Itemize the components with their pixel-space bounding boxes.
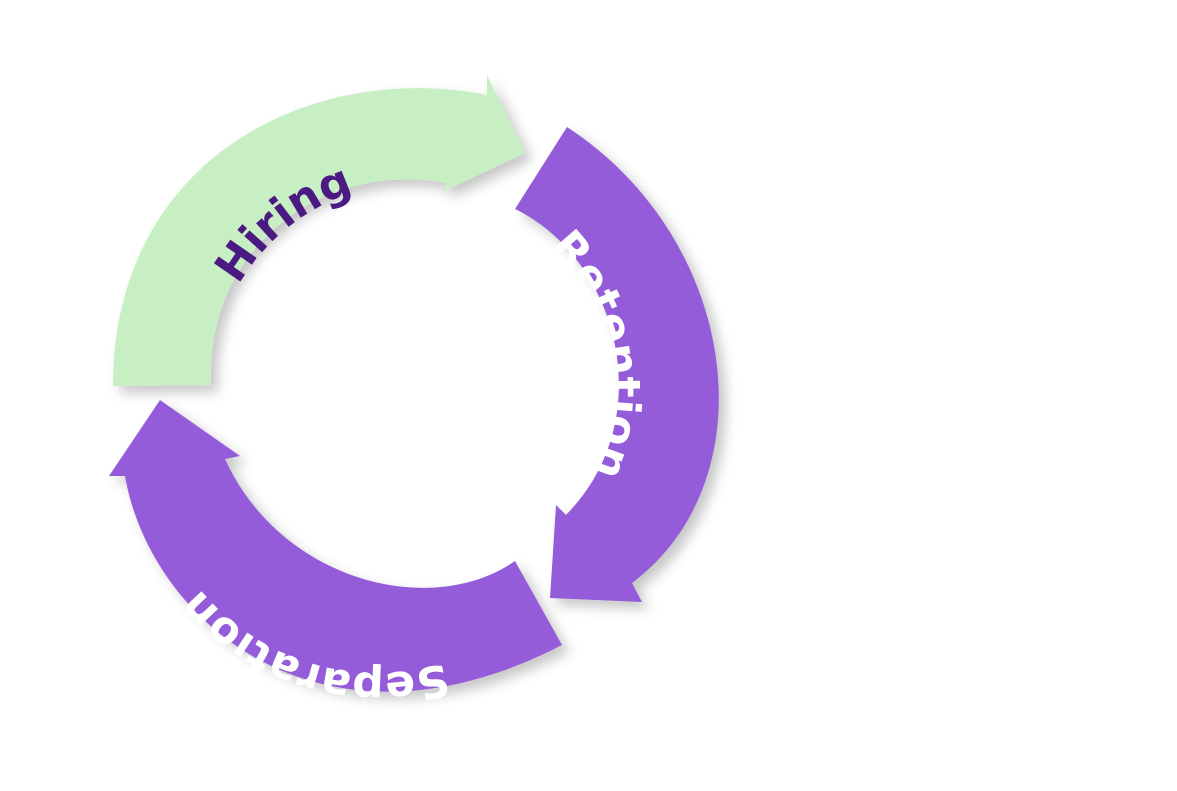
hiring-arrow	[113, 75, 525, 386]
retention-arrow	[515, 127, 719, 602]
separation-arrow	[109, 400, 562, 692]
